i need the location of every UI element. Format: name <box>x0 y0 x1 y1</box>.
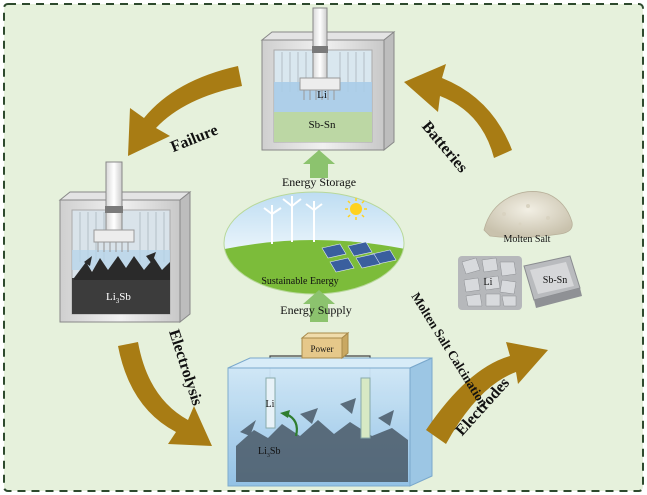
failed-battery-cell <box>58 161 192 324</box>
molten-salt-powder-icon <box>483 191 573 238</box>
sbsn-ingot-label: Sb-Sn <box>543 275 567 286</box>
sustainable-energy-label: Sustainable Energy <box>261 276 338 287</box>
wind-turbines-icon <box>263 196 323 244</box>
li3sb-label-left: Li3Sb <box>106 291 131 305</box>
li-bath-label: Li <box>266 399 275 410</box>
energy-supply-label: Energy Supply <box>280 303 351 317</box>
green-arrow-up-supply <box>303 290 335 322</box>
failure-arrow <box>128 66 242 156</box>
electrolysis-bath <box>227 355 433 487</box>
li-ingot-icon <box>458 256 522 310</box>
batteries-arrow <box>404 64 512 158</box>
sbsn-label-top: Sb-Sn <box>309 119 336 131</box>
electrolysis-arrow <box>118 342 212 446</box>
solar-panels-icon <box>321 241 397 273</box>
electrodes-arrow <box>426 342 548 444</box>
li-ingot-label: Li <box>484 277 493 288</box>
sustainable-energy-scene <box>223 191 405 295</box>
energy-storage-label: Energy Storage <box>282 175 356 189</box>
green-arrow-up-storage <box>303 150 335 178</box>
top-battery-cell <box>260 7 396 152</box>
li-label-top: Li <box>317 89 327 101</box>
sbsn-ingot-icon <box>523 255 582 308</box>
molten-salt-label: Molten Salt <box>504 234 551 245</box>
li3sb-bath-label: Li3Sb <box>258 446 280 459</box>
power-label: Power <box>311 344 334 354</box>
sun-icon <box>345 198 367 220</box>
li3sb-deposit-left <box>74 252 170 280</box>
power-supply-box <box>300 331 350 360</box>
curved-arrows <box>118 64 548 446</box>
